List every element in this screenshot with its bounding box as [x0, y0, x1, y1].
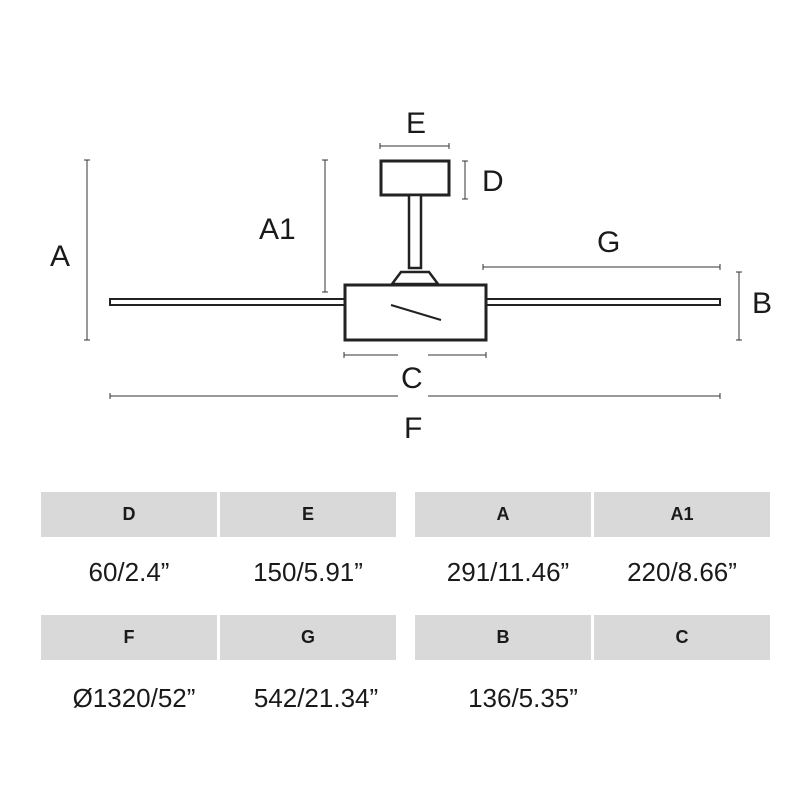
- table-value-d: 60/2.4”: [88, 556, 170, 587]
- fan-dimension-diagram: A A1 E D G B C F: [50, 107, 772, 445]
- table-header-f: F: [41, 615, 217, 660]
- table-header-a1: A1: [594, 492, 770, 537]
- ceiling-fan-drawing: [109, 159, 721, 342]
- table-header-b: B: [415, 615, 591, 660]
- label-f: F: [404, 412, 422, 445]
- fan-blade-left: [109, 298, 346, 306]
- table-value-c: [594, 678, 770, 718]
- label-g: G: [597, 226, 620, 259]
- table-value-f: Ø1320/52”: [72, 682, 196, 713]
- fan-blade-right: [485, 298, 721, 306]
- label-e: E: [406, 107, 426, 140]
- label-b: B: [752, 287, 772, 320]
- table-value-a: 291/11.46”: [446, 556, 570, 587]
- table-value-b: 136/5.35”: [468, 682, 578, 713]
- fan-motor-collar: [389, 270, 441, 286]
- fan-downrod: [407, 193, 423, 270]
- table-header-c: C: [594, 615, 770, 660]
- table-value-e: 150/5.91”: [253, 556, 363, 587]
- table-header-e: E: [220, 492, 396, 537]
- fan-canopy: [379, 159, 451, 197]
- label-a: A: [50, 240, 70, 273]
- table-header-a: A: [415, 492, 591, 537]
- table-header-g: G: [220, 615, 396, 660]
- table-value-a1: 220/8.66”: [627, 556, 737, 587]
- label-d: D: [482, 165, 504, 198]
- label-a1: A1: [259, 213, 296, 246]
- label-c: C: [401, 362, 423, 395]
- table-value-g: 542/21.34”: [253, 682, 379, 713]
- table-header-d: D: [41, 492, 217, 537]
